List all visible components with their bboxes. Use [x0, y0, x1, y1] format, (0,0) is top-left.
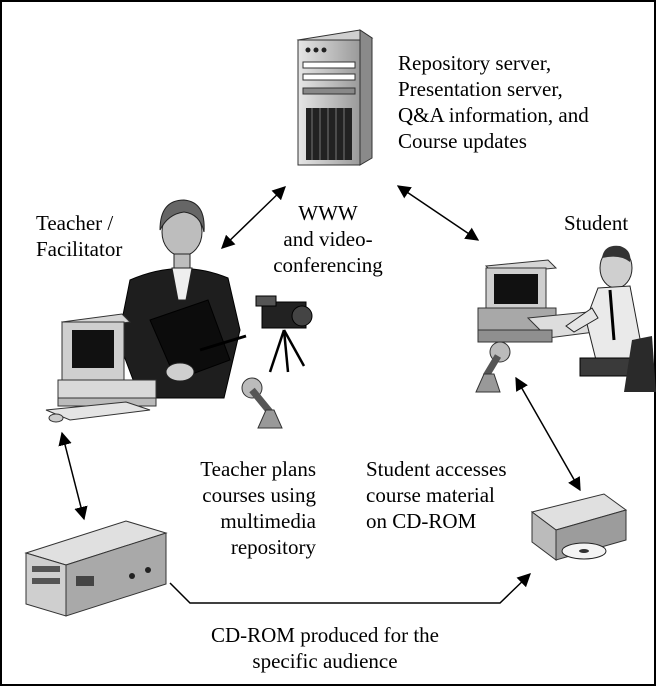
student-accesses-label: Student accesses course material on CD-R…: [366, 456, 507, 534]
cdrom-produced-line: CD-ROM produced for the: [210, 623, 440, 647]
teacher-plans-line: multimedia: [220, 509, 316, 533]
student-accesses-line: Student accesses: [366, 457, 507, 481]
teacher-computer-icon: [45, 313, 157, 423]
teacher-plans-label: Teacher plans courses using multimedia r…: [160, 456, 316, 560]
teacher-plans-line: Teacher plans: [200, 457, 316, 481]
teacher-label-line: Facilitator: [36, 237, 123, 261]
student-label: Student: [564, 211, 629, 235]
teacher-server-arrow: [221, 186, 286, 249]
server-label-line: Q&A information, and: [398, 103, 589, 127]
cdwriter-cddrive-arrow: [169, 573, 531, 604]
teacher-plans-line: repository: [230, 535, 316, 559]
cd-writer-icon: [24, 520, 168, 617]
student-cddrive-arrow: [515, 376, 581, 492]
server-label-line: Repository server,: [398, 51, 552, 75]
student-accesses-line: course material: [366, 483, 495, 507]
cdrom-produced-line: specific audience: [252, 649, 398, 673]
cd-drive-icon: [530, 493, 628, 561]
www-label: WWW and video- conferencing: [268, 200, 388, 278]
server-label-line: Course updates: [398, 129, 527, 153]
www-label-line: conferencing: [273, 253, 383, 277]
server-student-arrow: [396, 185, 480, 241]
student-icon: [565, 245, 656, 392]
student-accesses-line: on CD-ROM: [366, 509, 477, 533]
video-camera-icon: [255, 295, 313, 373]
teacher-label-line: Teacher /: [36, 211, 114, 235]
server-label-line: Presentation server,: [398, 77, 563, 101]
teacher-label: Teacher / Facilitator: [36, 210, 122, 262]
cdrom-produced-label: CD-ROM produced for the specific audienc…: [170, 622, 480, 674]
teacher-cdwriter-arrow: [58, 431, 88, 521]
student-lamp-icon: [475, 341, 511, 393]
www-label-line: WWW: [298, 201, 358, 225]
teacher-plans-line: courses using: [202, 483, 316, 507]
server-icon: [296, 29, 374, 166]
www-label-line: and video-: [283, 227, 373, 251]
server-label: Repository server, Presentation server, …: [398, 50, 589, 154]
desk-lamp-icon: [241, 377, 283, 429]
teacher-icon: [117, 199, 247, 399]
